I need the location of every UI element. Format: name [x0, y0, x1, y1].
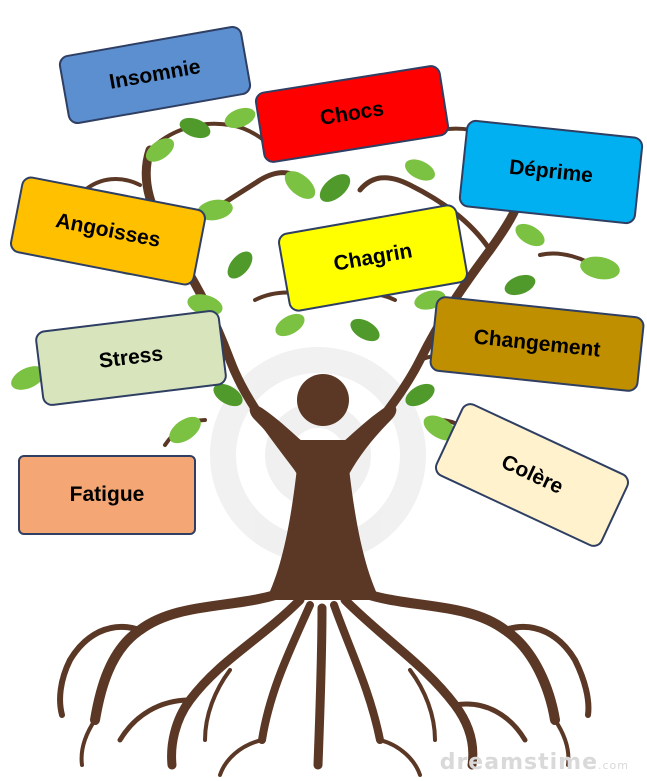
figure-head	[297, 374, 349, 426]
leaf	[347, 314, 384, 346]
leaf	[177, 114, 213, 142]
watermark-text: dreamstime.com	[440, 750, 629, 775]
leaf	[402, 155, 439, 185]
leaf	[512, 219, 549, 251]
leaf	[502, 271, 538, 299]
leaf	[578, 254, 621, 283]
label-fatigue: Fatigue	[18, 455, 196, 535]
label-deprime: Déprime	[458, 119, 644, 225]
leaf	[272, 309, 309, 341]
leaf	[165, 411, 206, 448]
leaf	[315, 169, 355, 207]
leaf	[223, 247, 257, 283]
roots	[60, 590, 588, 775]
